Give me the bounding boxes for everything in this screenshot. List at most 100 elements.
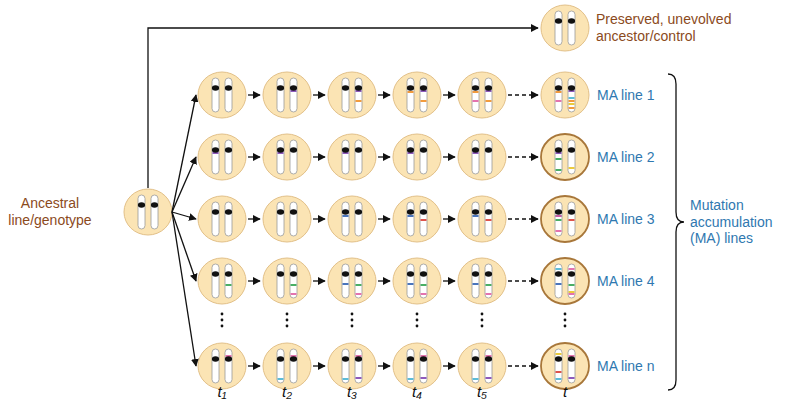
centromere bbox=[568, 209, 575, 215]
chromosome bbox=[225, 78, 232, 112]
mutation-band bbox=[408, 91, 414, 93]
chromosome bbox=[568, 11, 575, 45]
chromosome bbox=[355, 349, 362, 383]
chromosome bbox=[555, 78, 562, 112]
chromosome bbox=[485, 140, 492, 174]
chromosome bbox=[472, 349, 479, 383]
chromosome bbox=[290, 78, 297, 112]
cell bbox=[458, 343, 506, 389]
dashed-arrow bbox=[508, 156, 538, 157]
chromosome bbox=[407, 140, 414, 174]
step-arrow bbox=[248, 280, 260, 281]
mutation-band bbox=[226, 284, 232, 286]
centromere bbox=[555, 147, 562, 153]
cell-body bbox=[198, 196, 246, 242]
centromere bbox=[355, 209, 362, 215]
centromere bbox=[342, 356, 349, 362]
cell-body bbox=[198, 343, 246, 389]
centromere bbox=[277, 85, 284, 91]
ellipsis-dot bbox=[416, 319, 419, 322]
cell-body bbox=[198, 258, 246, 304]
centromere bbox=[212, 85, 219, 91]
line-label: MA line 4 bbox=[597, 273, 671, 290]
cell bbox=[198, 72, 246, 118]
step-arrow bbox=[313, 365, 325, 366]
centromere bbox=[407, 85, 414, 91]
step-arrow bbox=[313, 280, 325, 281]
centromere bbox=[342, 147, 349, 153]
cell-body bbox=[328, 258, 376, 304]
mutation-band bbox=[556, 169, 562, 171]
mutation-band bbox=[556, 219, 562, 221]
chromosome bbox=[342, 349, 349, 383]
step-arrow bbox=[378, 365, 390, 366]
cell bbox=[198, 196, 246, 242]
centromere bbox=[555, 356, 562, 362]
chromosome bbox=[355, 140, 362, 174]
chromosome bbox=[355, 78, 362, 112]
cell-body bbox=[198, 72, 246, 118]
mutation-band bbox=[556, 371, 562, 373]
split-arrow bbox=[172, 157, 196, 212]
mutation-band bbox=[356, 100, 362, 102]
mutation-band bbox=[486, 219, 492, 221]
chromosome bbox=[568, 202, 575, 236]
time-label: t bbox=[545, 383, 585, 401]
chromosome bbox=[151, 195, 158, 229]
cell-body bbox=[541, 72, 589, 118]
centromere bbox=[342, 85, 349, 91]
mutation-band bbox=[486, 100, 492, 102]
ellipsis-dot bbox=[416, 325, 419, 328]
centromere bbox=[568, 356, 575, 362]
dashed-arrow bbox=[508, 94, 538, 95]
centromere bbox=[342, 209, 349, 215]
ellipsis-dot bbox=[351, 325, 354, 328]
step-arrow bbox=[248, 94, 260, 95]
chromosome bbox=[472, 202, 479, 236]
cell-body bbox=[263, 258, 311, 304]
mutation-band bbox=[556, 283, 562, 285]
cell bbox=[328, 134, 376, 180]
centromere bbox=[212, 271, 219, 277]
cell-body bbox=[541, 196, 589, 242]
chromosome bbox=[277, 202, 284, 236]
mutation-band bbox=[473, 378, 479, 380]
time-label: t₂ bbox=[267, 383, 307, 401]
chromosome bbox=[568, 78, 575, 112]
ellipsis-dot bbox=[481, 319, 484, 322]
chromosome bbox=[225, 264, 232, 298]
cell bbox=[541, 343, 589, 389]
cell bbox=[328, 343, 376, 389]
cell bbox=[458, 134, 506, 180]
ellipsis-dot bbox=[286, 313, 289, 316]
mutation-band bbox=[556, 100, 562, 102]
chromosome bbox=[485, 78, 492, 112]
cell-body bbox=[328, 134, 376, 180]
mutation-band bbox=[569, 293, 575, 295]
group-label: Mutation accumulation (MA) lines bbox=[690, 197, 796, 247]
centromere bbox=[485, 147, 492, 153]
cell-body bbox=[458, 72, 506, 118]
cell bbox=[458, 258, 506, 304]
cell-body bbox=[458, 343, 506, 389]
centromere bbox=[407, 147, 414, 153]
chromosome bbox=[420, 202, 427, 236]
chromosome bbox=[355, 202, 362, 236]
cell bbox=[541, 72, 589, 118]
centromere bbox=[485, 271, 492, 277]
centromere bbox=[290, 271, 297, 277]
split-arrow bbox=[172, 212, 196, 366]
cells bbox=[124, 5, 589, 389]
line-label: MA line 3 bbox=[597, 211, 671, 228]
cell bbox=[328, 196, 376, 242]
chromosome bbox=[342, 202, 349, 236]
ellipsis-dot bbox=[221, 319, 224, 322]
cell bbox=[541, 258, 589, 304]
time-label: t₄ bbox=[397, 383, 437, 401]
centromere bbox=[472, 356, 479, 362]
step-arrow bbox=[443, 365, 455, 366]
cell-body bbox=[541, 258, 589, 304]
chromosome bbox=[420, 140, 427, 174]
centromere bbox=[472, 147, 479, 153]
